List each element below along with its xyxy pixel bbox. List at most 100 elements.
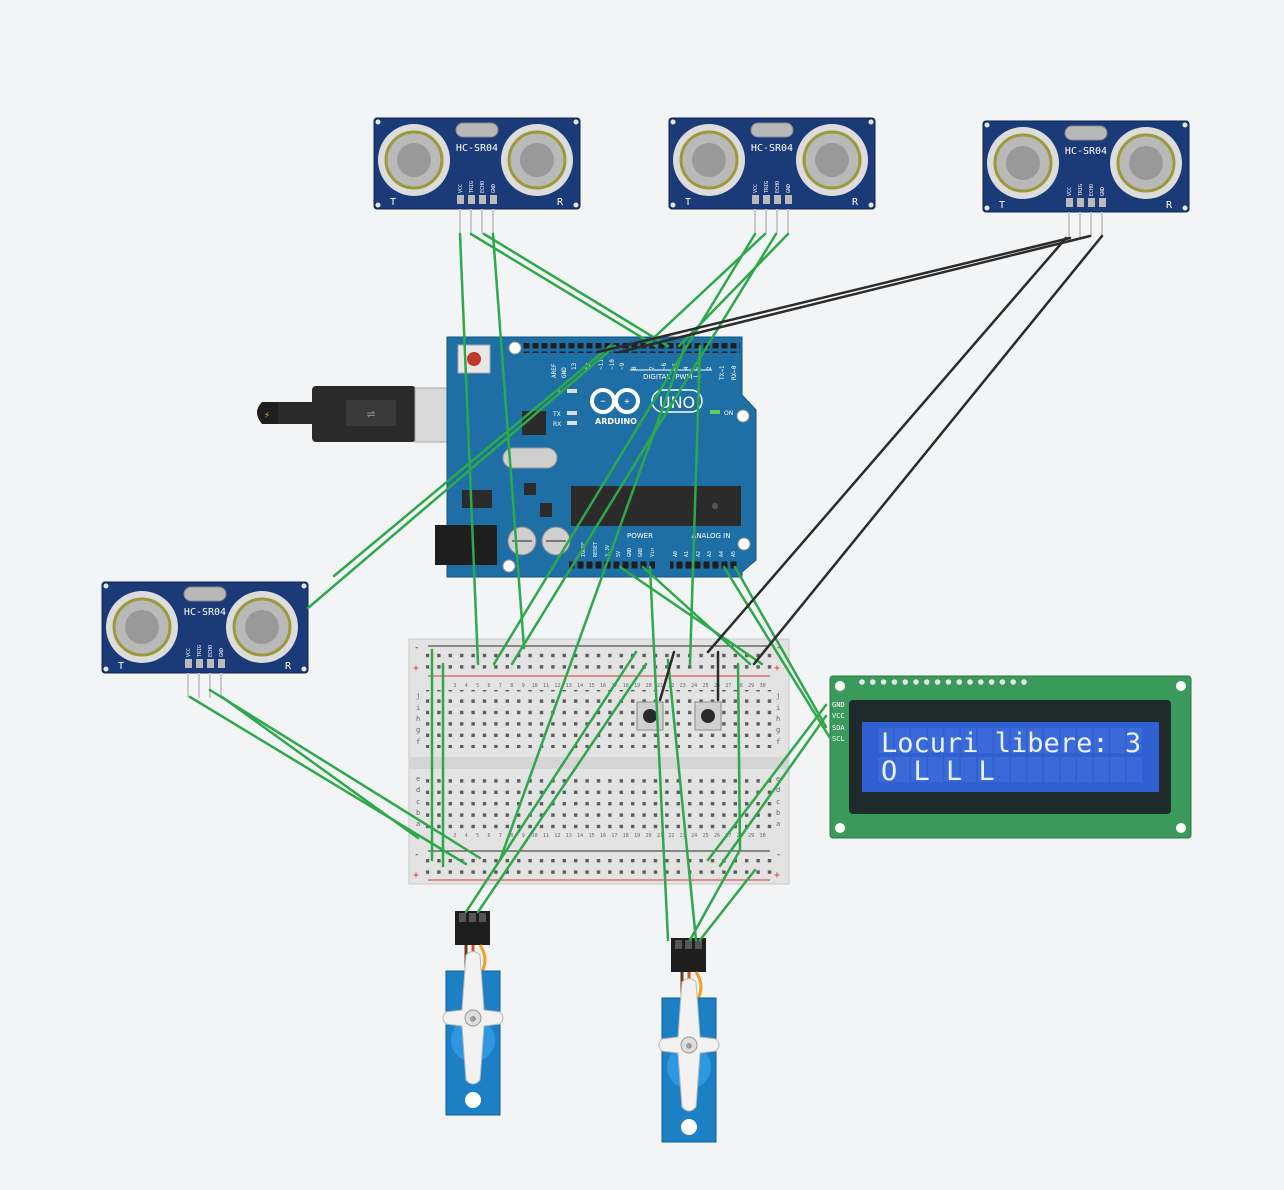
lcd-header-pin bbox=[891, 679, 898, 685]
wire[interactable] bbox=[469, 232, 658, 348]
column-number: 15 bbox=[589, 833, 595, 839]
wire[interactable] bbox=[464, 650, 638, 914]
wire[interactable] bbox=[306, 344, 617, 610]
wire[interactable] bbox=[752, 234, 1104, 666]
top-terminal-strip[interactable] bbox=[426, 690, 776, 748]
column-number: 10 bbox=[532, 683, 538, 689]
wire[interactable] bbox=[482, 232, 670, 348]
servo-motor-2[interactable]: ⊕ bbox=[658, 938, 720, 1143]
wire[interactable] bbox=[596, 236, 1072, 354]
column-number: 6 bbox=[487, 833, 490, 839]
power-jack[interactable] bbox=[435, 525, 497, 565]
wire[interactable] bbox=[458, 232, 480, 666]
sensor-t-label: T bbox=[118, 661, 124, 672]
pin-gnd-2: GND bbox=[638, 548, 644, 557]
lightning-icon: ⚡ bbox=[264, 410, 270, 421]
ultrasonic-sensor-3[interactable]: HC-SR04 T R VCC TRIG ECHO GND bbox=[982, 120, 1190, 237]
wire[interactable] bbox=[722, 565, 832, 740]
ultrasonic-sensor-2[interactable]: HC-SR04 T R VCC TRIG ECHO GND bbox=[668, 117, 876, 234]
reset-button[interactable] bbox=[457, 344, 491, 374]
wire[interactable] bbox=[666, 658, 698, 942]
column-number: 14 bbox=[577, 833, 583, 839]
lcd-cell bbox=[1110, 757, 1126, 782]
pin-label-echo: ECHO bbox=[480, 181, 486, 193]
wire[interactable] bbox=[208, 688, 482, 860]
wire[interactable] bbox=[718, 714, 828, 868]
column-number: 7 bbox=[499, 683, 502, 689]
wire[interactable] bbox=[476, 662, 648, 914]
wire[interactable] bbox=[492, 232, 757, 666]
column-number: 22 bbox=[668, 833, 674, 839]
wire[interactable] bbox=[688, 848, 742, 942]
lcd-header-pin bbox=[859, 679, 865, 685]
wire[interactable] bbox=[688, 344, 702, 666]
analog-header[interactable] bbox=[670, 561, 738, 570]
lcd-cell bbox=[977, 728, 993, 753]
lcd-display[interactable]: Locuri libere: 3 O L L L GND VCC SDA SCL bbox=[829, 675, 1192, 839]
wire[interactable] bbox=[706, 703, 828, 862]
wire[interactable] bbox=[491, 232, 526, 650]
sensor-t-label: T bbox=[390, 197, 396, 208]
lcd-cell bbox=[1127, 728, 1142, 753]
svg-text:b: b bbox=[776, 809, 780, 817]
pin-a5: A5 bbox=[731, 551, 737, 557]
receiver-icon bbox=[1110, 127, 1182, 199]
column-number: 25 bbox=[703, 833, 709, 839]
column-number: 6 bbox=[487, 683, 490, 689]
wire[interactable] bbox=[736, 662, 742, 852]
ultrasonic-sensor-1[interactable]: HC-SR04 T R VCC TRIG ECHO GND bbox=[373, 117, 581, 234]
wire[interactable] bbox=[618, 234, 1092, 354]
svg-text:h: h bbox=[416, 715, 420, 723]
wire[interactable] bbox=[188, 695, 468, 866]
column-number: 9 bbox=[522, 683, 525, 689]
ultrasonic-sensor-4[interactable]: HC-SR04 T R VCC TRIG ECHO GND bbox=[101, 581, 309, 698]
pin-a2: A2 bbox=[696, 551, 702, 557]
rail-plus-tr: + bbox=[774, 663, 780, 674]
column-number: 29 bbox=[748, 833, 754, 839]
pin-label-gnd: GND bbox=[1100, 187, 1106, 196]
pin-tx: TX→1 bbox=[719, 365, 726, 380]
wire[interactable] bbox=[332, 344, 612, 578]
servo-motor-1[interactable]: ⊕ bbox=[442, 911, 504, 1116]
wire[interactable] bbox=[641, 565, 752, 666]
column-number: 21 bbox=[657, 683, 663, 689]
column-number: 9 bbox=[522, 833, 525, 839]
svg-text:d: d bbox=[776, 786, 780, 794]
wire[interactable] bbox=[698, 868, 757, 942]
column-number: 12 bbox=[554, 833, 560, 839]
wire[interactable] bbox=[643, 232, 767, 348]
wire[interactable] bbox=[220, 695, 420, 840]
sensor-model-label: HC-SR04 bbox=[1065, 146, 1107, 157]
wire[interactable] bbox=[706, 236, 1068, 654]
wire[interactable] bbox=[510, 232, 778, 666]
column-number: 14 bbox=[577, 683, 583, 689]
push-button-2[interactable] bbox=[694, 701, 722, 731]
pin-label-vcc: VCC bbox=[186, 648, 192, 657]
lcd-pin-gnd: GND bbox=[832, 701, 845, 709]
wire[interactable] bbox=[648, 565, 670, 942]
column-number: 13 bbox=[566, 683, 572, 689]
column-number: 8 bbox=[510, 833, 513, 839]
wires[interactable] bbox=[188, 232, 1104, 942]
svg-text:+: + bbox=[624, 397, 630, 407]
column-number: 5 bbox=[476, 833, 479, 839]
pin-ioref: IOREF bbox=[581, 542, 587, 557]
pin-9: ~9 bbox=[619, 362, 626, 370]
wire[interactable] bbox=[658, 650, 676, 702]
pin-label-gnd: GND bbox=[786, 184, 792, 193]
push-button-1[interactable] bbox=[636, 701, 664, 731]
bottom-power-rail[interactable] bbox=[426, 853, 776, 877]
pin-11: ~11 bbox=[598, 359, 605, 370]
wire[interactable] bbox=[498, 344, 687, 862]
lcd-cell bbox=[1077, 757, 1093, 782]
rail-plus-bl: + bbox=[413, 870, 419, 881]
lcd-cell bbox=[927, 728, 943, 753]
receiver-icon bbox=[796, 124, 868, 196]
wire[interactable] bbox=[733, 565, 828, 729]
power-header[interactable] bbox=[569, 561, 655, 570]
power-led bbox=[710, 410, 720, 414]
bottom-terminal-strip[interactable] bbox=[426, 773, 776, 831]
column-number: 27 bbox=[725, 833, 731, 839]
sensor-r-label: R bbox=[1166, 200, 1173, 211]
